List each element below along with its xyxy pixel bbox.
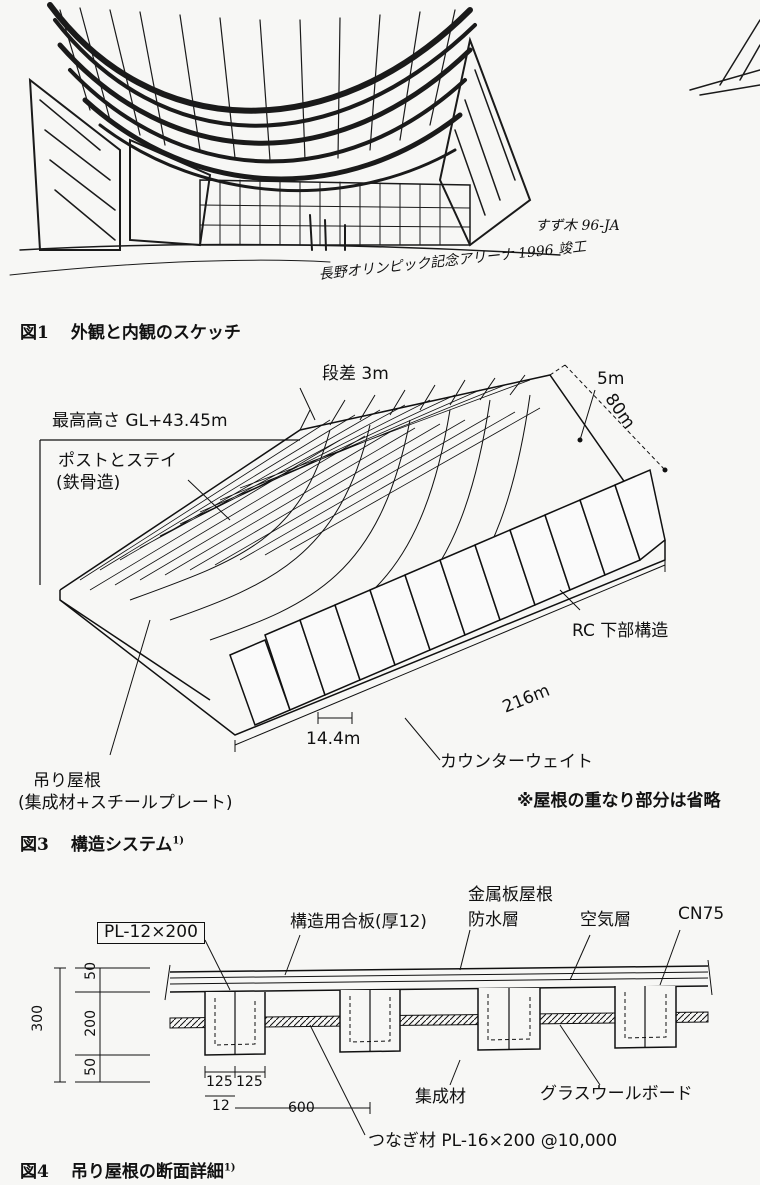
label-pl-12x200: PL-12×200 bbox=[97, 922, 205, 944]
label-omission-note: ※屋根の重なり部分は省略 bbox=[517, 791, 721, 811]
label-waterproof: 防水層 bbox=[468, 910, 519, 930]
fig1-caption-num: 図1 bbox=[20, 323, 49, 343]
fig3-structure-drawing bbox=[39, 364, 668, 761]
label-cn75: CN75 bbox=[678, 904, 725, 924]
fig1-sketch bbox=[9, 2, 760, 276]
label-tie-plate: つなぎ材 PL-16×200 @10,000 bbox=[368, 1131, 618, 1151]
label-glulam: 集成材 bbox=[415, 1087, 466, 1107]
fig4-caption: 図4 吊り屋根の断面詳細1) bbox=[20, 1157, 236, 1182]
label-dim-5m: 5m bbox=[597, 369, 625, 389]
fig1-caption: 図1 外観と内観のスケッチ bbox=[20, 318, 241, 343]
dim-125-left: 125 bbox=[206, 1074, 233, 1090]
fig4-caption-text: 吊り屋根の断面詳細 bbox=[70, 1162, 224, 1182]
label-metal-roof: 金属板屋根 bbox=[468, 885, 553, 905]
dim-50-bottom: 50 bbox=[83, 1058, 99, 1076]
label-step-3m: 段差 3m bbox=[322, 364, 389, 384]
label-glasswool: グラスウールボード bbox=[540, 1084, 693, 1104]
label-air-layer: 空気層 bbox=[580, 910, 631, 930]
fig1-caption-text: 外観と内観のスケッチ bbox=[70, 323, 241, 343]
fig3-caption-ref: 1) bbox=[172, 835, 185, 847]
sketch-signature: すず木 96-JA bbox=[535, 218, 620, 234]
label-dim-14-4m: 14.4m bbox=[306, 729, 361, 749]
label-rc: RC 下部構造 bbox=[572, 621, 669, 641]
label-roof: 吊り屋根 bbox=[33, 771, 101, 791]
label-post-stay-sub: (鉄骨造) bbox=[56, 473, 121, 493]
label-roof-sub: (集成材+スチールプレート) bbox=[18, 793, 233, 813]
fig4-caption-ref: 1) bbox=[223, 1162, 236, 1174]
fig4-caption-num: 図4 bbox=[20, 1162, 49, 1182]
label-max-height: 最高高さ GL+43.45m bbox=[52, 411, 228, 431]
dim-600: 600 bbox=[288, 1100, 315, 1116]
fig3-caption: 図3 構造システム1) bbox=[20, 830, 184, 855]
label-plywood: 構造用合板(厚12) bbox=[290, 912, 427, 932]
label-post-stay: ポストとステイ bbox=[58, 451, 177, 471]
dim-200: 200 bbox=[83, 1010, 99, 1037]
label-counterweight: カウンターウェイト bbox=[440, 752, 593, 772]
dim-12: 12 bbox=[212, 1098, 230, 1114]
fig3-caption-text: 構造システム bbox=[70, 835, 173, 855]
dim-300: 300 bbox=[30, 1005, 46, 1032]
dim-50-top: 50 bbox=[83, 962, 99, 980]
fig3-caption-num: 図3 bbox=[20, 835, 49, 855]
dim-125-right: 125 bbox=[236, 1074, 263, 1090]
